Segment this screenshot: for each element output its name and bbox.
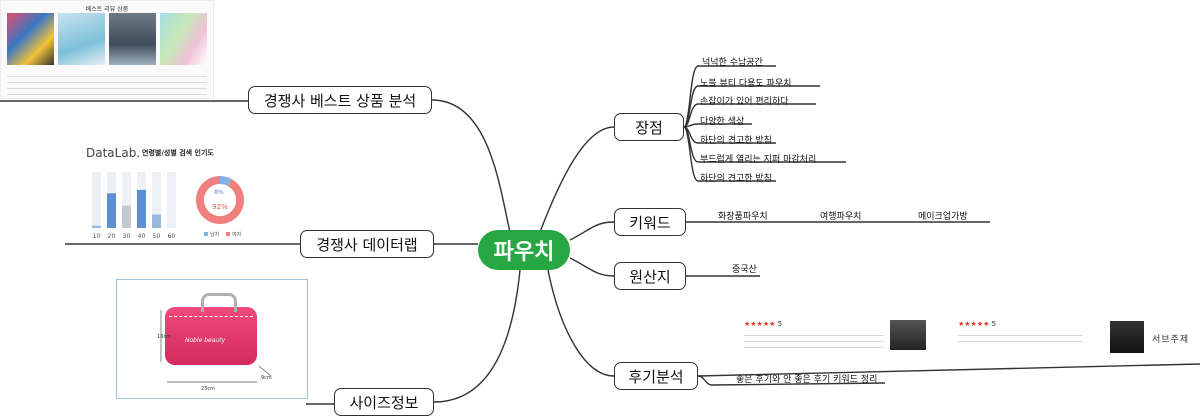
leaf-advantage-4[interactable]: 다양한 색상	[700, 117, 745, 127]
bar-track-30	[122, 172, 131, 228]
link-best-products	[431, 99, 511, 233]
link-size-info	[433, 269, 521, 403]
node-origin[interactable]: 원산지	[614, 262, 686, 290]
review-photo-1	[890, 320, 926, 350]
legend-swatch-1	[226, 232, 230, 236]
leaf-origin-1[interactable]: 중국산	[732, 265, 757, 275]
bar-track-10	[92, 172, 101, 228]
width-label: 23cm	[201, 386, 215, 392]
bar-tick-20: 20	[108, 233, 116, 240]
donut-slice-0	[219, 176, 232, 187]
datalab-charts: 10 20 30 40 50 60 8% 92% 남자 여자	[92, 172, 244, 240]
best-products-panel: 베스트 리뷰 상품	[0, 0, 214, 99]
legend-label-0: 남자	[210, 231, 220, 238]
product-thumb-4	[160, 13, 207, 65]
node-best-products[interactable]: 경쟁사 베스트 상품 분석	[248, 86, 432, 114]
review-rating-2: 5	[991, 320, 997, 328]
size-info-panel: Noble beauty 16cm 23cm 9cm	[116, 279, 308, 399]
datalab-title: 연령별/성별 검색 인기도	[142, 149, 214, 157]
height-label: 16cm	[157, 334, 171, 340]
bag-handle	[201, 293, 237, 312]
leaf-advantage-5[interactable]: 하단의 견고한 받침	[700, 136, 772, 146]
leaf-keyword-2[interactable]: 여행파우치	[820, 212, 862, 222]
product-thumb-1	[7, 13, 54, 65]
datalab-logo: DataLab.	[86, 146, 141, 160]
bar-tick-40: 40	[138, 233, 146, 240]
link-reviews	[547, 269, 615, 377]
link-reviews-side	[697, 363, 1200, 377]
link-advantage-7	[683, 126, 776, 182]
node-size-info[interactable]: 사이즈정보	[334, 388, 434, 416]
product-thumb-3	[109, 13, 156, 65]
link-keywords	[569, 221, 615, 241]
link-advantage-3	[683, 103, 816, 128]
review-side-label: 서브주제	[1152, 335, 1190, 345]
donut-label-male: 8%	[214, 189, 224, 196]
review-text-1	[744, 330, 884, 352]
donut-label-female: 92%	[212, 203, 228, 211]
bag-brand-text: Noble beauty	[185, 337, 226, 344]
leaf-advantage-3[interactable]: 손잡이가 있어 편리하다	[700, 97, 789, 107]
bar-track-50	[152, 172, 161, 228]
bar-20	[107, 193, 116, 228]
product-thumb-2	[58, 13, 105, 65]
datalab-panel: DataLab. 연령별/성별 검색 인기도 10 20 30 40 50 60 8% 92%…	[80, 142, 258, 242]
review-stars-2: ★★★★★ 5	[958, 320, 997, 328]
link-origin	[569, 257, 615, 277]
review-panel: ★★★★★ 5 ★★★★★ 5 서브주제	[736, 313, 1200, 363]
bar-tick-10: 10	[93, 233, 101, 240]
leaf-advantage-6[interactable]: 부드럽게 열리는 지퍼 마감처리	[700, 155, 817, 165]
node-datalab[interactable]: 경쟁사 데이터랩	[300, 230, 434, 258]
link-advantages	[539, 126, 615, 233]
node-reviews[interactable]: 후기분석	[614, 362, 698, 390]
donut-slice-1	[196, 176, 244, 224]
leaf-advantage-1[interactable]: 넉넉한 수납공간	[702, 58, 763, 68]
review-photo-2	[1110, 321, 1144, 353]
bar-tick-60: 60	[168, 233, 176, 240]
leaf-advantage-7[interactable]: 하단의 견고한 받침	[700, 174, 772, 184]
bar-track-60	[167, 172, 176, 228]
node-advantages[interactable]: 장점	[614, 113, 684, 141]
best-products-title: 베스트 리뷰 상품	[85, 6, 129, 13]
bar-50	[152, 214, 161, 228]
product-info-lines	[7, 71, 207, 95]
bar-30	[122, 205, 131, 228]
bag-zipper	[169, 316, 253, 317]
review-text-2	[958, 330, 1083, 346]
bar-40	[137, 189, 146, 228]
bar-tick-50: 50	[153, 233, 161, 240]
review-rating-1: 5	[777, 320, 783, 328]
bar-10	[92, 225, 101, 228]
node-keywords[interactable]: 키워드	[614, 208, 686, 236]
legend-swatch-0	[204, 232, 208, 236]
leaf-keyword-1[interactable]: 화장품파우치	[718, 212, 768, 222]
size-dimension-lines	[160, 310, 272, 383]
review-stars-1: ★★★★★ 5	[744, 320, 783, 328]
leaf-advantage-2[interactable]: 노블 뷰티 다용도 파우치	[700, 79, 792, 89]
bar-tick-30: 30	[123, 233, 131, 240]
depth-label: 9cm	[261, 375, 272, 381]
center-node[interactable]: 파우치	[478, 230, 570, 270]
legend-label-1: 여자	[232, 231, 242, 238]
leaf-review-1[interactable]: 좋은 후기와 안 좋은 후기 키워드 정리	[736, 375, 878, 385]
link-review-leaf	[697, 375, 886, 386]
leaf-keyword-3[interactable]: 메이크업가방	[918, 212, 968, 222]
